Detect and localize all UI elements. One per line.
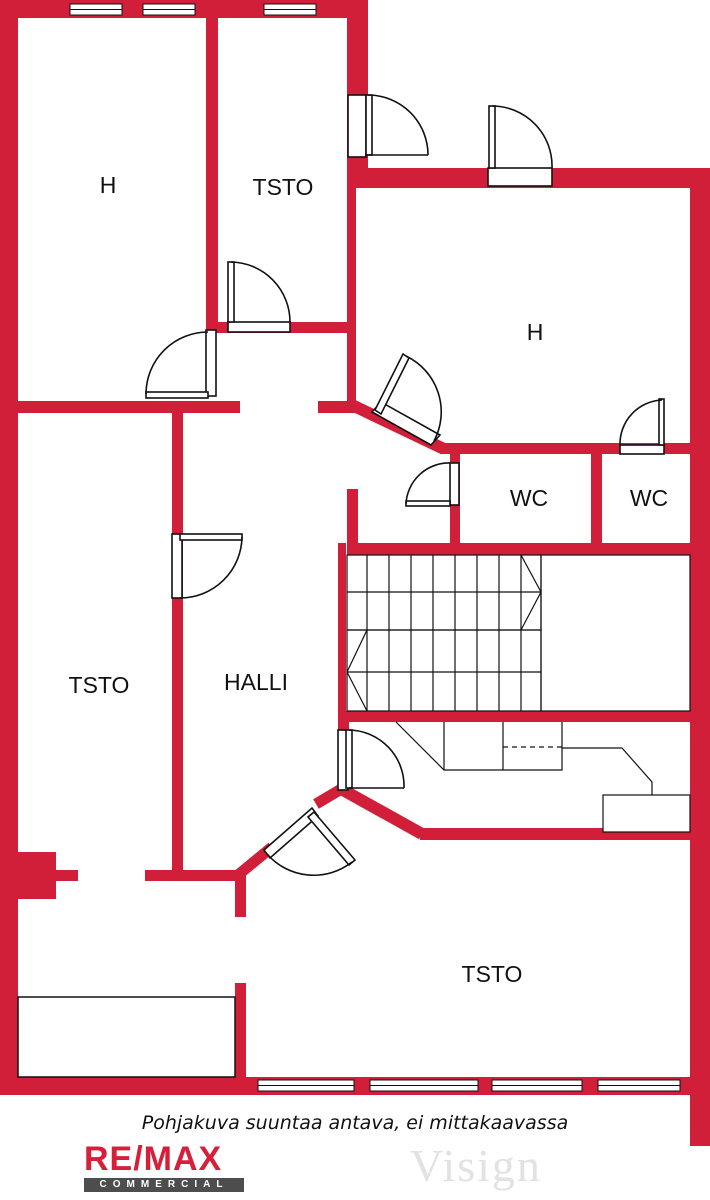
wall-diag-kitchen-a <box>340 784 425 840</box>
wall-wc-top <box>440 443 690 454</box>
kitchen-fixtures <box>395 721 691 833</box>
wall-outer-right <box>690 168 710 1146</box>
wall-h-tsto-divider <box>206 0 218 330</box>
wall-wc-divider-b <box>591 443 602 547</box>
room-label-halli: HALLI <box>224 669 288 695</box>
wall-right-block-left <box>347 0 368 188</box>
wall-h-bottom <box>0 401 240 413</box>
door-bottom-tsto-diagonal <box>262 806 357 876</box>
door-tsto-left <box>171 533 243 599</box>
door-top-right-exterior <box>347 94 429 158</box>
door-entrance-right-h <box>487 105 553 187</box>
windows <box>69 3 681 1092</box>
storage-cabinet <box>17 996 236 1078</box>
stair-arrow-upper <box>520 554 542 631</box>
room-label-tsto-top: TSTO <box>253 174 314 200</box>
room-label-wc-left: WC <box>510 485 548 511</box>
stair-landing-box <box>540 554 691 712</box>
wall-stair-left <box>338 543 346 713</box>
wall-lower-divider-b <box>145 870 245 881</box>
wall-outer-left <box>0 0 18 1095</box>
door-wc-right <box>619 398 665 455</box>
room-labels: H TSTO H WC WC TSTO HALLI TSTO <box>69 172 669 987</box>
staircase <box>346 554 691 712</box>
door-right-h-diagonal <box>370 352 443 447</box>
remax-logo-sub: COMMERCIAL <box>84 1178 244 1192</box>
stair-arrow-lower <box>346 629 368 712</box>
room-label-h-right: H <box>527 319 544 345</box>
wall-stair-bottom <box>338 711 690 722</box>
door-h-top-left <box>145 329 217 399</box>
wall-hall-stub-top <box>318 401 356 413</box>
kitchen-counter <box>602 794 691 833</box>
remax-logo: RE/MAX COMMERCIAL <box>84 1142 254 1194</box>
door-wc-left <box>405 462 460 507</box>
disclaimer-caption: Pohjakuva suuntaa antava, ei mittakaavas… <box>141 1112 569 1134</box>
wall-hall-left <box>172 401 183 881</box>
room-label-wc-right: WC <box>630 485 668 511</box>
doors <box>145 94 665 876</box>
wall-right-block-left-lower <box>347 160 356 405</box>
door-kitchen <box>337 729 405 791</box>
wall-pillar <box>18 852 56 899</box>
walls <box>0 0 710 1146</box>
wall-hall-right-upper <box>347 489 358 555</box>
room-label-h-top-left: H <box>100 172 117 198</box>
wall-stub-bottom <box>235 983 246 1083</box>
wall-stub-lower <box>235 870 246 917</box>
wall-wc-bottom <box>347 543 690 555</box>
room-label-tsto-bottom: TSTO <box>462 961 523 987</box>
visign-watermark: Visign <box>410 1140 542 1191</box>
door-tsto-top-middle <box>227 261 291 333</box>
remax-logo-name: RE/MAX <box>84 1140 223 1178</box>
stair-flight-lower <box>346 629 542 712</box>
room-label-tsto-left: TSTO <box>69 672 130 698</box>
